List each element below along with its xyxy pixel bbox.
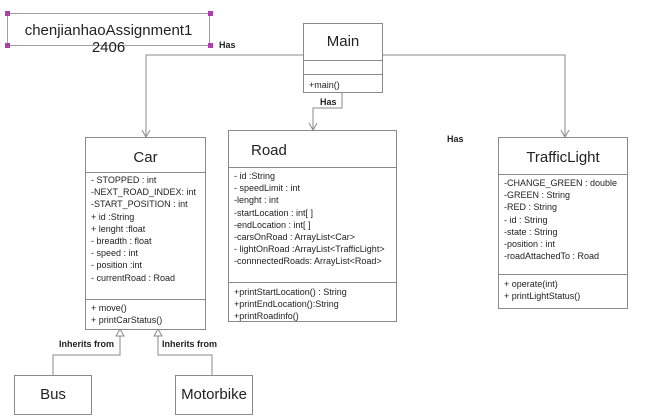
class-main[interactable]: Main +main() xyxy=(303,23,383,93)
relationship-label-main-car: Has xyxy=(219,40,236,50)
class-road[interactable]: Road - id :String - speedLimit : int -le… xyxy=(228,130,397,322)
diagram-title: chenjianhaoAssignment1 2406 xyxy=(24,22,193,56)
class-trafficlight-attribute: -position : int xyxy=(504,239,556,250)
class-car-attribute: -NEXT_ROAD_INDEX: int xyxy=(91,187,197,198)
relationship-label-main-road: Has xyxy=(320,97,337,107)
class-trafficlight-method: + operate(int) xyxy=(504,279,558,289)
class-trafficlight-attribute: -roadAttachedTo : Road xyxy=(504,251,600,262)
selection-handle[interactable] xyxy=(208,11,213,16)
class-car-attribute: -START_POSITION : int xyxy=(91,199,188,210)
class-car-attribute: - currentRoad : Road xyxy=(91,272,176,283)
class-car-methods: + move() + printCarStatus() xyxy=(86,299,205,326)
bus-car-inheritance-triangle xyxy=(115,327,125,337)
relationship-label-motorbike-car: Inherits from xyxy=(162,339,218,349)
class-trafficlight[interactable]: TrafficLight -CHANGE_GREEN : double -GRE… xyxy=(498,137,628,309)
class-car-attribute: + lenght :float xyxy=(91,223,146,234)
class-road-methods: +printStartLocation() : String +printEnd… xyxy=(229,282,396,323)
main-trafficlight-association-line xyxy=(382,54,566,137)
class-motorbike-name: Motorbike xyxy=(181,386,247,403)
class-road-attribute: -carsOnRoad : ArrayList<Car> xyxy=(234,232,356,243)
diagram-title-frame[interactable]: chenjianhaoAssignment1 2406 xyxy=(7,13,210,56)
bus-car-inheritance-line xyxy=(52,336,121,375)
selection-handle[interactable] xyxy=(5,11,10,16)
class-trafficlight-attribute: -state : String xyxy=(504,226,558,237)
class-trafficlight-attribute: - id : String xyxy=(504,214,548,225)
class-road-attribute: - lightOnRoad :ArrayList<TrafficLight> xyxy=(234,244,385,255)
class-trafficlight-name: TrafficLight xyxy=(526,149,600,166)
class-road-attribute: - id :String xyxy=(234,171,276,181)
class-road-attribute: -lenght : int xyxy=(234,195,279,206)
class-bus[interactable]: Bus xyxy=(14,375,92,415)
class-car-attribute: + id :String xyxy=(91,211,135,222)
relationship-label-main-trafficlight: Has xyxy=(447,134,464,144)
selection-handle[interactable] xyxy=(5,43,10,48)
class-trafficlight-attribute: -CHANGE_GREEN : double xyxy=(504,178,618,188)
class-car[interactable]: Car - STOPPED : int -NEXT_ROAD_INDEX: in… xyxy=(85,137,206,330)
class-road-attribute: - speedLimit : int xyxy=(234,183,301,194)
relationship-label-bus-car: Inherits from xyxy=(59,339,115,349)
class-car-name: Car xyxy=(133,149,158,166)
class-road-attribute: -endLocation : int[ ] xyxy=(234,219,311,230)
class-car-method: + move() xyxy=(91,303,127,313)
class-car-attribute: - position :int xyxy=(91,260,143,271)
class-road-attributes: - id :String - speedLimit : int -lenght … xyxy=(229,167,396,282)
main-car-association-line xyxy=(145,54,303,137)
class-car-method: + printCarStatus() xyxy=(91,315,163,326)
class-car-attribute: - speed : int xyxy=(91,248,139,259)
class-car-attributes: - STOPPED : int -NEXT_ROAD_INDEX: int -S… xyxy=(86,172,205,299)
class-road-attribute: -startLocation : int[ ] xyxy=(234,207,314,218)
class-trafficlight-attribute: -RED : String xyxy=(504,202,558,213)
class-road-method: +printStartLocation() : String xyxy=(234,287,347,297)
class-main-name: Main xyxy=(326,33,360,50)
motorbike-car-inheritance-line xyxy=(157,336,213,375)
class-trafficlight-attribute: -GREEN : String xyxy=(504,190,571,201)
class-main-methods: +main() xyxy=(304,74,382,91)
class-car-attribute: - breadth : float xyxy=(91,236,152,247)
class-road-attribute: -connnectedRoads: ArrayList<Road> xyxy=(234,256,382,267)
motorbike-car-inheritance-triangle xyxy=(153,327,163,337)
selection-handle[interactable] xyxy=(208,43,213,48)
class-main-method: +main() xyxy=(309,80,340,90)
class-bus-name: Bus xyxy=(40,386,66,403)
class-trafficlight-methods: + operate(int) + printLightStatus() xyxy=(499,274,627,302)
class-road-name: Road xyxy=(251,142,287,159)
class-trafficlight-attributes: -CHANGE_GREEN : double -GREEN : String -… xyxy=(499,174,627,274)
class-motorbike[interactable]: Motorbike xyxy=(175,375,253,415)
class-main-attributes xyxy=(304,60,382,74)
main-road-association-line xyxy=(312,92,343,130)
class-road-method: +printEndLocation():String xyxy=(234,299,339,310)
class-car-attribute: - STOPPED : int xyxy=(91,175,157,185)
class-road-method: +printRoadinfo() xyxy=(234,311,299,322)
class-trafficlight-method: + printLightStatus() xyxy=(504,291,581,302)
